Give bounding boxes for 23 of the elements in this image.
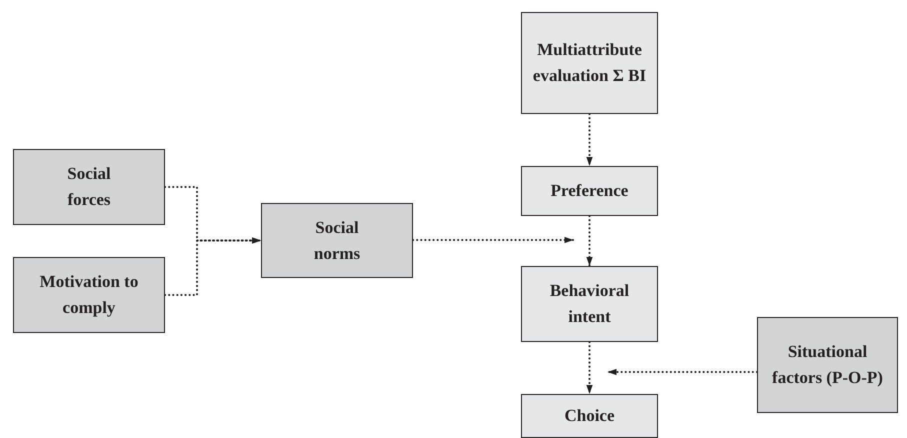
arrow <box>164 237 262 296</box>
process-box <box>757 317 898 413</box>
box-label: Situational factors (P-O-P) <box>771 341 884 389</box>
process-box <box>261 203 413 278</box>
arrow <box>412 236 574 244</box>
process-box <box>13 257 165 333</box>
process-box <box>521 266 658 342</box>
box-label: Social norms <box>312 216 362 264</box>
arrow <box>164 186 262 244</box>
box-label: Behavioral intent <box>548 280 630 328</box>
arrow <box>586 341 593 395</box>
box-label: Preference <box>550 180 628 202</box>
box-label: Motivation to comply <box>39 271 139 319</box>
process-box <box>13 149 165 225</box>
box-label: Multiattribute evaluation Σ BI <box>532 39 648 87</box>
process-box <box>521 12 658 114</box>
arrow <box>606 368 758 376</box>
box-label: Social forces <box>66 163 112 211</box>
process-box <box>521 166 658 216</box>
arrow <box>586 113 593 167</box>
arrow <box>586 215 593 267</box>
box-label: Choice <box>564 405 615 427</box>
process-box <box>521 394 658 438</box>
